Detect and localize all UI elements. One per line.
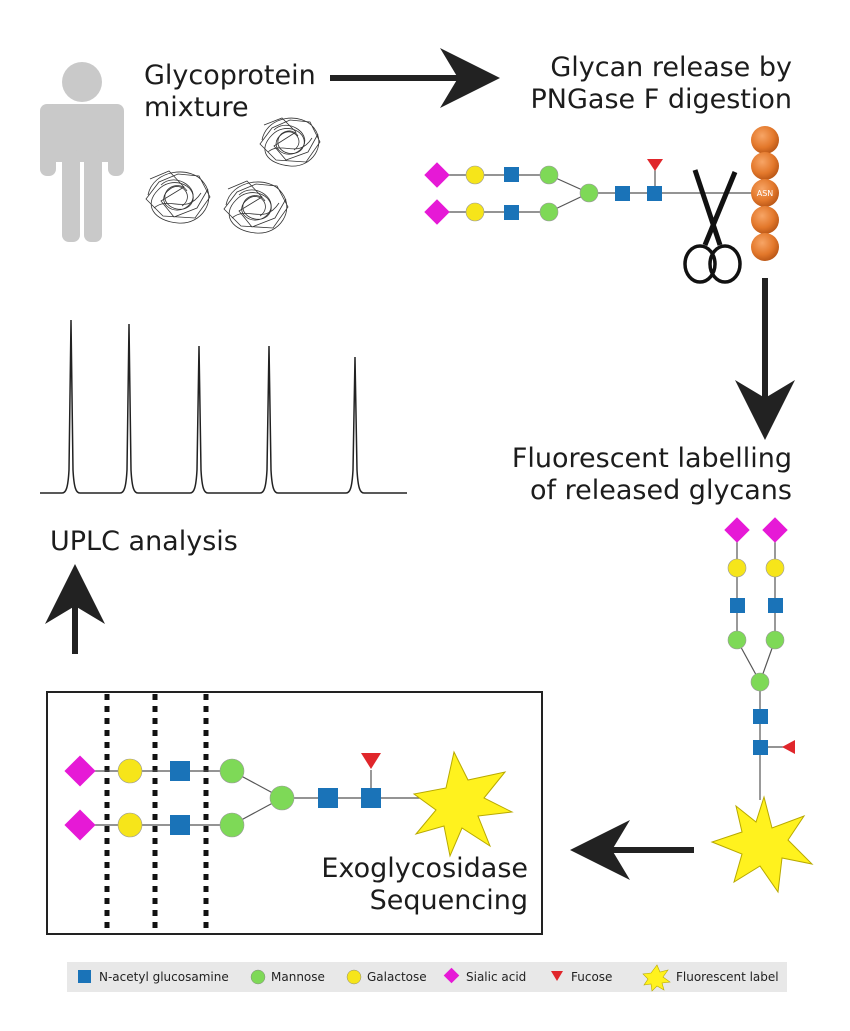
glcnac-icon bbox=[768, 598, 783, 613]
galactose-icon bbox=[117, 812, 143, 838]
galactose-icon bbox=[727, 558, 747, 578]
sialic-acid-icon bbox=[424, 162, 450, 188]
sequencing-glycan bbox=[64, 750, 514, 858]
mannose-icon bbox=[539, 202, 559, 222]
protein-chain: ASN bbox=[751, 126, 779, 261]
exoglycosidase-sequencing-label: Exoglycosidase Sequencing bbox=[321, 853, 528, 918]
galactose-icon bbox=[765, 558, 785, 578]
legend-label: N-acetyl glucosamine bbox=[99, 970, 229, 984]
glycoprotein-mixture-label: Glycoprotein mixture bbox=[144, 60, 316, 125]
labelling-line2: of released glycans bbox=[530, 475, 792, 507]
fluorescent-label-icon bbox=[710, 795, 814, 894]
fluorescent-label-icon bbox=[412, 750, 514, 858]
sialic-acid-icon bbox=[724, 517, 750, 543]
fucose-icon bbox=[361, 753, 381, 769]
sialic-acid-icon bbox=[762, 517, 788, 543]
legend-label: Fucose bbox=[571, 970, 612, 984]
legend-galactose-icon bbox=[346, 969, 362, 985]
mannose-icon bbox=[750, 672, 770, 692]
protein-scribble-icon bbox=[145, 117, 321, 234]
glcnac-icon bbox=[318, 788, 338, 808]
glycan-on-protein bbox=[424, 159, 765, 225]
glcnac-icon bbox=[647, 186, 662, 201]
glcnac-icon bbox=[170, 761, 190, 781]
mannose-icon bbox=[579, 183, 599, 203]
sialic-acid-icon bbox=[64, 809, 96, 841]
legend-label: Fluorescent label bbox=[676, 970, 779, 984]
legend-glcnac-icon bbox=[78, 970, 91, 983]
fucose-icon bbox=[647, 159, 663, 171]
legend-mannose-icon bbox=[250, 969, 266, 985]
uplc-analysis-label: UPLC analysis bbox=[50, 526, 238, 557]
fucose-icon bbox=[782, 740, 795, 754]
asn-residue bbox=[751, 179, 779, 207]
glcnac-icon bbox=[615, 186, 630, 201]
glcnac-icon bbox=[730, 598, 745, 613]
mannose-icon bbox=[219, 812, 245, 838]
galactose-icon bbox=[117, 758, 143, 784]
labelling-line1: Fluorescent labelling bbox=[511, 443, 792, 474]
legend-label: Sialic acid bbox=[466, 970, 526, 984]
release-line2: PNGase F digestion bbox=[530, 84, 793, 116]
glycan-release-label: Glycan release by PNGase F digestion bbox=[531, 52, 793, 117]
cleavage-lines bbox=[104, 694, 209, 932]
sialic-acid-icon bbox=[64, 755, 96, 787]
mixture-line1: Glycoprotein bbox=[144, 60, 316, 91]
legend-fluorescent-label-icon bbox=[642, 964, 671, 992]
labelled-glycan bbox=[710, 517, 814, 894]
sequencing-line1: Exoglycosidase bbox=[321, 853, 528, 884]
legend-box bbox=[67, 962, 787, 992]
fluorescent-labelling-label: Fluorescent labelling of released glycan… bbox=[512, 443, 792, 508]
glcnac-icon bbox=[361, 788, 381, 808]
mixture-line2: mixture bbox=[144, 92, 249, 124]
legend: N-acetyl glucosamine Mannose Galactose S… bbox=[67, 962, 787, 992]
legend-label: Mannose bbox=[271, 970, 325, 984]
person-icon bbox=[40, 62, 124, 242]
galactose-icon bbox=[465, 165, 485, 185]
glcnac-icon bbox=[504, 205, 519, 220]
glcnac-icon bbox=[753, 740, 768, 755]
release-line1: Glycan release by bbox=[550, 52, 792, 83]
mannose-icon bbox=[219, 758, 245, 784]
chromatogram-trace bbox=[40, 319, 407, 494]
sequencing-line2: Sequencing bbox=[369, 885, 528, 917]
legend-label: Galactose bbox=[367, 970, 427, 984]
galactose-icon bbox=[465, 202, 485, 222]
mannose-icon bbox=[765, 630, 785, 650]
glcnac-icon bbox=[170, 815, 190, 835]
glcnac-icon bbox=[753, 709, 768, 724]
mannose-icon bbox=[727, 630, 747, 650]
asn-label: ASN bbox=[757, 189, 774, 198]
sialic-acid-icon bbox=[424, 199, 450, 225]
glcnac-icon bbox=[504, 167, 519, 182]
mannose-icon bbox=[539, 165, 559, 185]
scissors-icon bbox=[683, 169, 742, 284]
sequencing-box bbox=[46, 691, 543, 935]
mannose-icon bbox=[269, 785, 295, 811]
legend-fucose-icon bbox=[551, 971, 563, 981]
